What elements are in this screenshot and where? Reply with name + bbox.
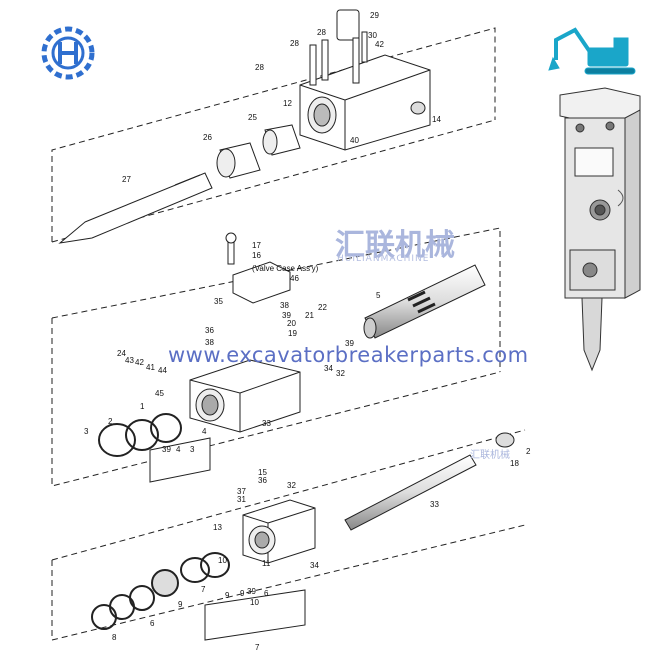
part-label: 19 [288, 329, 297, 338]
part-label: 10 [250, 598, 259, 607]
part-label: 10 [218, 556, 227, 565]
part-label: 34 [324, 364, 333, 373]
dashed-frames [51, 27, 526, 641]
part-label: 14 [432, 115, 441, 124]
part-11-lower-block [242, 499, 316, 564]
part-label: 37 [237, 487, 246, 496]
part-label: 30 [368, 31, 377, 40]
part-label: 7 [255, 643, 260, 652]
part-label: 36 [258, 476, 267, 485]
part-label: 28 [290, 39, 299, 48]
part-label: 27 [122, 175, 131, 184]
part-label: 9 [225, 591, 230, 600]
valve-case-assembly [225, 232, 291, 304]
part-label: 32 [287, 481, 296, 490]
part-label: 9 [240, 589, 245, 598]
part-25-26-sleeves [216, 124, 301, 179]
part-label: 31 [237, 495, 246, 504]
part-label: 39 [345, 339, 354, 348]
part-label: 35 [214, 297, 223, 306]
watermark-url: www.excavatorbreakerparts.com [168, 343, 529, 367]
breaker-assembly-illustration [559, 87, 641, 372]
watermark-brand-cn: 汇联机械 [335, 228, 455, 263]
seal-rings-2-3-4 [98, 413, 182, 457]
part-label: 28 [255, 63, 264, 72]
part-label: 29 [370, 11, 379, 20]
brand-logo-icon [41, 26, 95, 80]
part-label: 2 [526, 447, 531, 456]
part-label: 45 [155, 389, 164, 398]
part-label: 38 [205, 338, 214, 347]
part-label: 17 [252, 241, 261, 250]
part-label: 42 [135, 358, 144, 367]
part-1-cylinder-block [189, 359, 301, 433]
part-label: 39 [282, 311, 291, 320]
valve-case-annotation: (Valve Case Ass'y) [252, 264, 319, 273]
part-label: 20 [287, 319, 296, 328]
seal-inset-box-lower [204, 589, 306, 641]
part-label: 6 [264, 589, 269, 598]
part-label: 3 [84, 427, 89, 436]
part-label: 25 [248, 113, 257, 122]
part-label: 33 [430, 500, 439, 509]
part-label: 16 [252, 251, 261, 260]
part-label: 36 [205, 326, 214, 335]
part-14-plug [410, 101, 426, 115]
part-label: 21 [305, 311, 314, 320]
part-label: 32 [336, 369, 345, 378]
part-label: 24 [117, 349, 126, 358]
part-label: 39 [247, 587, 256, 596]
part-label: 43 [125, 356, 134, 365]
part-label: 8 [112, 633, 117, 642]
part-27-chisel [58, 172, 213, 244]
watermark-brand-en: HUILIANMACHINE [337, 254, 430, 264]
watermark-brand-cn-small: 汇联机械 [470, 450, 510, 461]
part-label: 39 [162, 445, 171, 454]
part-5-piston [363, 264, 486, 339]
part-label: 18 [510, 459, 519, 468]
part-label: 4 [176, 445, 181, 454]
part-label: 46 [290, 274, 299, 283]
part-label: 38 [280, 301, 289, 310]
part-label: 13 [213, 523, 222, 532]
part-label: 28 [317, 28, 326, 37]
part-label: 7 [201, 585, 206, 594]
part-label: 3 [190, 445, 195, 454]
part-label: 2 [108, 417, 113, 426]
excavator-icon [548, 27, 636, 75]
part-label: 33 [262, 419, 271, 428]
part-label: 40 [350, 136, 359, 145]
part-13-rod [344, 432, 515, 531]
part-label: 15 [258, 468, 267, 477]
part-label: 41 [146, 363, 155, 372]
part-label: 1 [140, 402, 145, 411]
part-label: 5 [376, 291, 381, 300]
part-label: 6 [150, 619, 155, 628]
part-label: 4 [202, 427, 207, 436]
part-label: 34 [310, 561, 319, 570]
part-label: 11 [262, 559, 271, 568]
part-label: 42 [375, 40, 384, 49]
seal-rings-lower [91, 552, 230, 630]
part-label: 44 [158, 366, 167, 375]
seal-inset-box [149, 437, 211, 483]
part-12-upper-block [299, 9, 431, 151]
part-label: 9 [178, 600, 183, 609]
part-label: 26 [203, 133, 212, 142]
part-label: 12 [283, 99, 292, 108]
part-label: 22 [318, 303, 327, 312]
